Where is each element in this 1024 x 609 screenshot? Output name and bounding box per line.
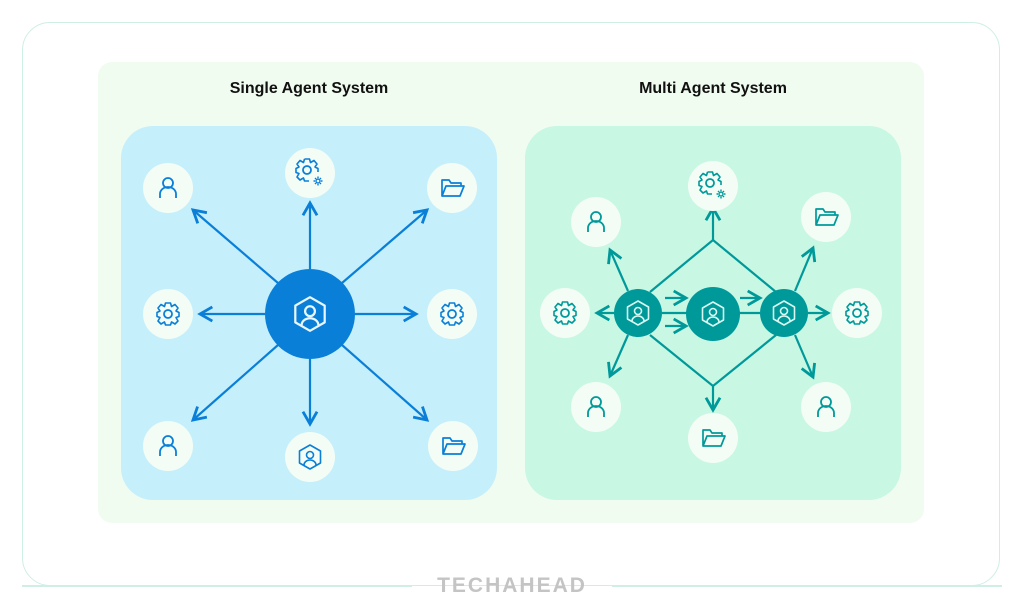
footer-brand: TECHAHEAD (0, 574, 1024, 598)
single-agent-title: Single Agent System (229, 80, 389, 97)
single-agent-arrows (190, 200, 430, 427)
multi-agent-title: Multi Agent System (639, 80, 787, 97)
multi-agent-arrows (594, 205, 831, 413)
agent-nodes (614, 287, 808, 341)
agent-node-3 (760, 289, 808, 337)
divider-left (22, 585, 412, 587)
agent-node-1 (614, 289, 662, 337)
techahead-logo: TECHAHEAD (437, 574, 587, 597)
outer-frame (22, 22, 1000, 586)
agent-node-2 (686, 287, 740, 341)
divider-right (612, 585, 1002, 587)
single-agent-hub (265, 269, 355, 359)
